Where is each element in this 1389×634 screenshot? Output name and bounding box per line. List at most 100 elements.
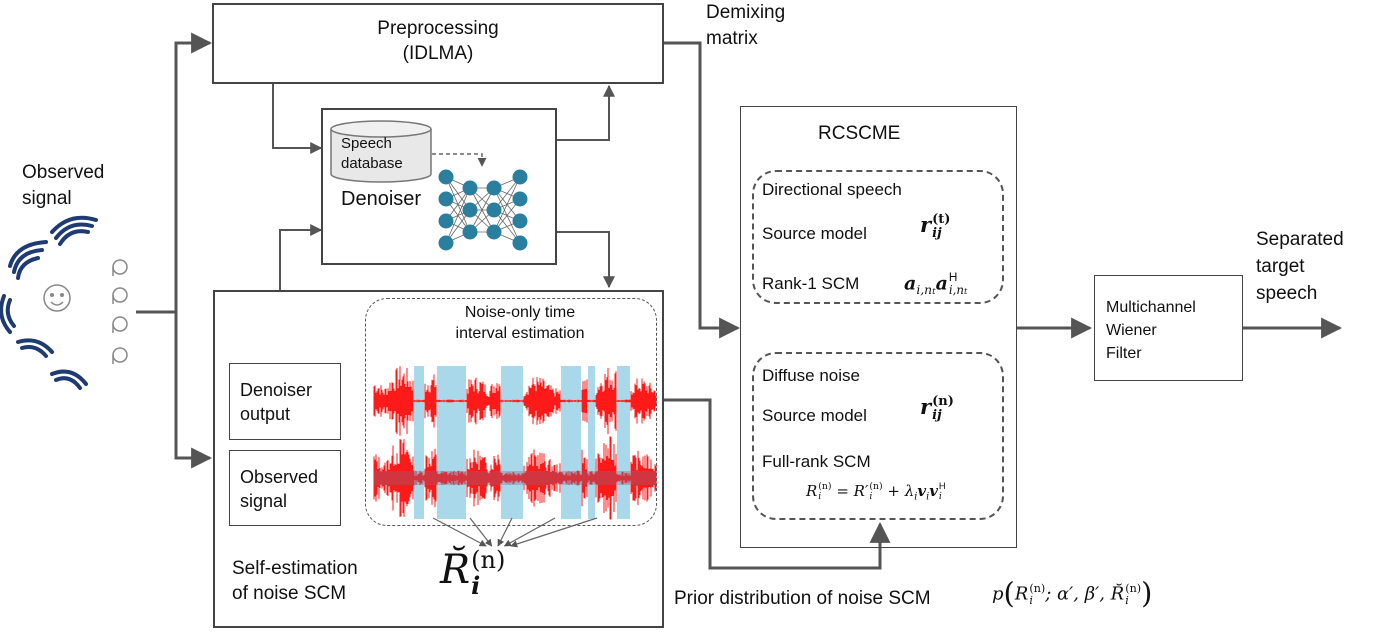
network-node [512, 169, 528, 185]
network-node [462, 224, 478, 240]
denoiser-to-preprocessing-arrow [557, 84, 615, 141]
smiley-icon [43, 284, 71, 312]
converge-arrow [469, 517, 493, 547]
observed-signal-line2: signal [22, 188, 72, 209]
denoiser-to-self-estimation-arrow [557, 231, 615, 289]
fullrank-rprime: R′ [853, 482, 869, 500]
noise-only-line1: Noise-only time [464, 304, 576, 321]
noise-only-region [365, 298, 657, 526]
preprocessing-to-denoiser-arrow [272, 84, 323, 154]
network-node [438, 235, 454, 251]
diffuse-source-model-label: Source model [762, 406, 867, 425]
output-line2: target [1256, 256, 1305, 277]
network-node [438, 213, 454, 229]
noise-band [414, 366, 424, 519]
rank1-sub-t2: t [964, 286, 968, 297]
network-node [512, 235, 528, 251]
network-node [512, 213, 528, 229]
prior-Rbreve: R̆ [1110, 583, 1125, 605]
network-node [438, 169, 454, 185]
self-estimation-caption-line1: Self-estimation [232, 558, 358, 579]
prior-formula: p(R(n)i; α′, β′, R̆(n)i) [992, 576, 1153, 610]
prior-args: ; α′, β′, [1045, 583, 1111, 605]
microphone-icon [112, 259, 128, 364]
observed-signal-label: Observed signal [22, 160, 104, 212]
directional-speech-title: Directional speech [762, 180, 902, 199]
diffuse-source-symbol: r(n)ij [920, 394, 954, 422]
estimate-superscript: (n) [471, 546, 506, 574]
fullrank-herm: H [938, 481, 946, 492]
network-node [486, 202, 502, 218]
prior-to-rcscme-arrow [664, 398, 891, 570]
output-line3: speech [1256, 283, 1318, 304]
database-line1: Speech [341, 135, 392, 152]
wiener-filter-box [1094, 275, 1243, 381]
network-node [462, 202, 478, 218]
prior-R-sup: (n) [1029, 581, 1046, 595]
self-estimation-box [213, 290, 664, 628]
output-line1: Separated [1256, 229, 1344, 250]
network-node [462, 180, 478, 196]
database-to-network-arrow [432, 153, 487, 167]
wiener-line2: Wiener [1106, 322, 1157, 339]
diffuse-source-sup: (n) [932, 393, 954, 409]
rank1-herm: H [948, 271, 958, 284]
observed-box-label: Observed signal [240, 465, 318, 513]
fullrank-rprime-sub: i [869, 491, 873, 502]
prior-Rbreve-sub: i [1125, 593, 1129, 607]
converge-arrow [497, 517, 513, 547]
rank1-a: a [904, 272, 917, 295]
prior-label: Prior distribution of noise SCM [674, 588, 931, 609]
neural-network-icon [438, 169, 528, 251]
noise-band [437, 366, 466, 519]
rank1-a2: a [935, 272, 948, 295]
diffuse-source-base: r [920, 394, 932, 419]
estimate-subscript: i [471, 571, 481, 601]
denoiser-output-waveform [373, 366, 657, 436]
observed-box [229, 450, 341, 526]
denoiser-output-box [229, 363, 341, 440]
input-branch-arrows [136, 32, 213, 469]
diffuse-noise-title: Diffuse noise [762, 366, 860, 385]
demixing-line1: Demixing [706, 2, 786, 23]
fullrank-plus-lambda: + λ [882, 482, 915, 500]
noise-band [588, 366, 595, 519]
network-edge [469, 187, 495, 233]
rank1-sub-a2: i,n [948, 283, 965, 298]
database-icon [330, 120, 432, 183]
observed-box-line1: Observed [240, 467, 319, 487]
observed-box-line2: signal [240, 491, 288, 511]
wiener-line1: Multichannel [1106, 299, 1196, 316]
self-estimation-to-denoiser-arrow [279, 224, 323, 290]
directional-speech-group [752, 170, 1004, 304]
directional-source-base: r [920, 212, 932, 237]
diffuse-source-sub: ij [932, 407, 942, 423]
denoiser-label: Denoiser [341, 188, 422, 210]
network-node [438, 191, 454, 207]
network-node [512, 191, 528, 207]
speaker-icon [0, 215, 98, 390]
rank1-sub-t: t [932, 286, 936, 297]
self-estimation-caption-line2: of noise SCM [232, 583, 347, 604]
wiener-line3: Filter [1106, 345, 1142, 362]
denoiser-output-line2: output [240, 404, 291, 424]
network-edge [493, 176, 521, 233]
database-line2: database [341, 155, 403, 172]
wiener-filter-label: Multichannel Wiener Filter [1106, 296, 1196, 365]
rank1-scm-label: Rank-1 SCM [762, 274, 860, 293]
denoiser-output-line1: Denoiser [240, 380, 313, 400]
rcscme-box [740, 106, 1017, 548]
converge-arrow [432, 517, 487, 547]
output-label: Separated target speech [1256, 226, 1344, 307]
self-estimation-caption: Self-estimation of noise SCM [232, 556, 358, 606]
directional-source-symbol: r(t)ij [920, 212, 950, 240]
demixing-label: Demixing matrix [706, 0, 785, 52]
fullrank-lhs: R [806, 482, 818, 500]
noise-floor-overlay [374, 471, 656, 485]
fullrank-scm-label: Full-rank SCM [762, 452, 871, 471]
fullrank-lambda-sub: i [914, 491, 918, 503]
rank1-sub-a: i,n [916, 282, 933, 297]
prior-R-sub: i [1029, 593, 1033, 607]
